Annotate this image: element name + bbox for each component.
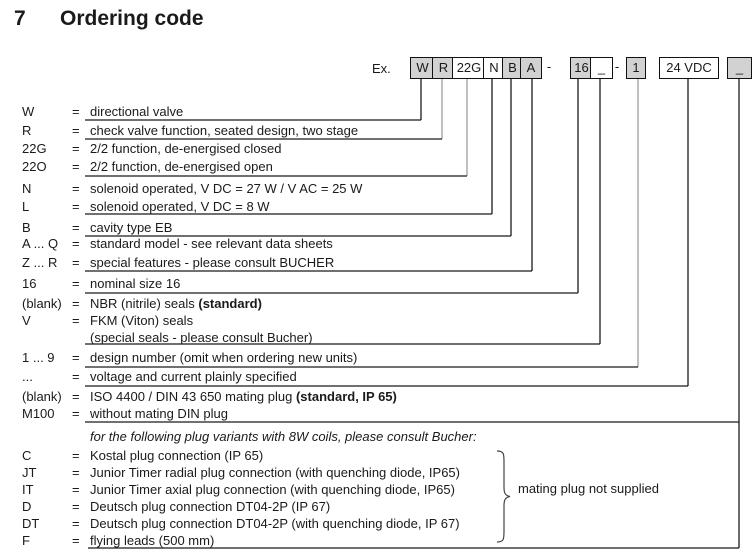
- code-label: (blank): [22, 389, 62, 404]
- code-label: DT: [22, 516, 40, 531]
- code-label: 16: [22, 276, 37, 291]
- code-description: Deutsch plug connection DT04-2P (with qu…: [90, 516, 460, 531]
- equals-sign: =: [72, 350, 80, 365]
- code-box-a: A: [520, 57, 542, 79]
- code-label: V: [22, 313, 31, 328]
- code-description: Junior Timer axial plug connection (with…: [90, 482, 455, 497]
- equals-sign: =: [72, 199, 80, 214]
- code-label: (blank): [22, 296, 62, 311]
- code-label: Z ... R: [22, 255, 58, 270]
- code-description: cavity type EB: [90, 220, 173, 235]
- code-description: solenoid operated, V DC = 27 W / V AC = …: [90, 181, 363, 196]
- code-label: 1 ... 9: [22, 350, 55, 365]
- code-description: 2/2 function, de-energised open: [90, 159, 273, 174]
- section-number: 7: [14, 7, 26, 30]
- code-label: ...: [22, 369, 33, 384]
- equals-sign: =: [72, 276, 80, 291]
- section-title: 7 Ordering code: [14, 7, 204, 31]
- code-label: JT: [22, 465, 37, 480]
- code-description: Deutsch plug connection DT04-2P (IP 67): [90, 499, 331, 514]
- code-separator-dash: -: [614, 59, 620, 74]
- example-label: Ex.: [372, 61, 391, 76]
- code-box-24vdc: 24 VDC: [659, 57, 719, 79]
- equals-sign: =: [72, 255, 80, 270]
- code-label: 22O: [22, 159, 47, 174]
- mating-plug-brace: [496, 450, 511, 543]
- code-label: W: [22, 104, 35, 119]
- code-description: Kostal plug connection (IP 65): [90, 448, 264, 463]
- code-label: N: [22, 181, 32, 196]
- equals-sign: =: [72, 448, 80, 463]
- equals-sign: =: [72, 406, 80, 421]
- section-title-text: Ordering code: [60, 7, 204, 30]
- equals-sign: =: [72, 313, 80, 328]
- equals-sign: =: [72, 499, 80, 514]
- code-box-1: 1: [626, 57, 646, 79]
- code-description: Junior Timer radial plug connection (wit…: [90, 465, 460, 480]
- code-description: NBR (nitrile) seals (standard): [90, 296, 262, 311]
- code-description: special features - please consult BUCHER: [90, 255, 335, 270]
- code-separator-dash: -: [546, 59, 552, 74]
- equals-sign: =: [72, 389, 80, 404]
- code-label: F: [22, 533, 30, 548]
- code-label: L: [22, 199, 30, 214]
- code-label: B: [22, 220, 31, 235]
- code-description: ISO 4400 / DIN 43 650 mating plug (stand…: [90, 389, 397, 404]
- code-box-n: N: [483, 57, 505, 79]
- code-description: (special seals - please consult Bucher): [90, 330, 313, 345]
- code-box-plug-blank: _: [727, 57, 752, 79]
- equals-sign: =: [72, 181, 80, 196]
- equals-sign: =: [72, 159, 80, 174]
- code-description: nominal size 16: [90, 276, 181, 291]
- code-label: A ... Q: [22, 236, 59, 251]
- code-box-seals-blank: _: [590, 57, 613, 79]
- plug-variants-intro: for the following plug variants with 8W …: [90, 429, 477, 444]
- brace-label: mating plug not supplied: [518, 481, 659, 496]
- equals-sign: =: [72, 533, 80, 548]
- code-label: 22G: [22, 141, 47, 156]
- code-description: voltage and current plainly specified: [90, 369, 297, 384]
- code-description: design number (omit when ordering new un…: [90, 350, 358, 365]
- code-label: D: [22, 499, 32, 514]
- code-description: solenoid operated, V DC = 8 W: [90, 199, 270, 214]
- code-label: R: [22, 123, 32, 138]
- equals-sign: =: [72, 465, 80, 480]
- code-label: C: [22, 448, 32, 463]
- equals-sign: =: [72, 141, 80, 156]
- equals-sign: =: [72, 296, 80, 311]
- code-description: 2/2 function, de-energised closed: [90, 141, 282, 156]
- code-description: flying leads (500 mm): [90, 533, 215, 548]
- equals-sign: =: [72, 516, 80, 531]
- code-label: IT: [22, 482, 34, 497]
- equals-sign: =: [72, 236, 80, 251]
- equals-sign: =: [72, 369, 80, 384]
- code-description: standard model - see relevant data sheet…: [90, 236, 333, 251]
- equals-sign: =: [72, 123, 80, 138]
- code-description: FKM (Viton) seals: [90, 313, 194, 328]
- code-description: check valve function, seated design, two…: [90, 123, 359, 138]
- equals-sign: =: [72, 482, 80, 497]
- equals-sign: =: [72, 104, 80, 119]
- code-label: M100: [22, 406, 55, 421]
- code-description: directional valve: [90, 104, 184, 119]
- code-box-w: W: [410, 57, 435, 79]
- code-box-16: 16: [570, 57, 593, 79]
- equals-sign: =: [72, 220, 80, 235]
- code-box-r: R: [432, 57, 455, 79]
- code-description: without mating DIN plug: [90, 406, 229, 421]
